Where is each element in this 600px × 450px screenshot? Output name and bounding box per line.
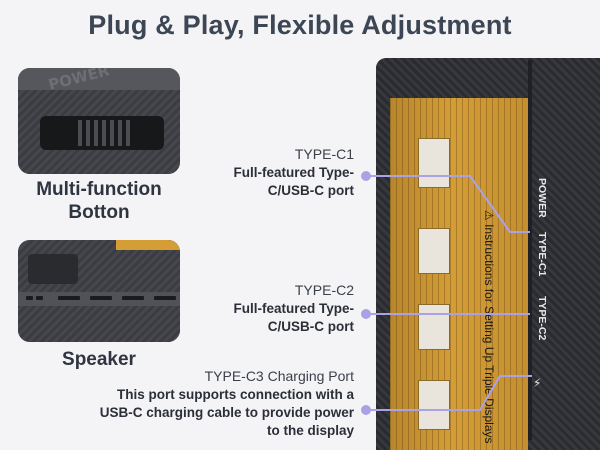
port-type-c2-desc: Full-featured Type-C/USB-C port	[233, 301, 354, 334]
port-type-c1-title: TYPE-C1	[294, 146, 354, 162]
speaker-photo	[18, 240, 180, 342]
power-button-photo: POWER	[18, 68, 180, 174]
warning-icon: ⚠	[482, 210, 496, 225]
device-side-rail	[528, 60, 532, 440]
multifunction-button-caption: Multi-function Botton	[36, 179, 162, 223]
type-c3-callout-dot	[361, 405, 371, 415]
page-title: Plug & Play, Flexible Adjustment	[88, 10, 512, 40]
instruction-diagram-tile	[418, 304, 450, 350]
port-type-c1-desc: Full-featured Type-C/USB-C port	[233, 165, 354, 198]
type-c2-callout-dot	[361, 309, 371, 319]
speaker-illustration	[18, 240, 180, 342]
speaker-caption: Speaker	[62, 349, 136, 370]
instruction-diagram-tile	[418, 228, 450, 274]
port-type-c3-title: TYPE-C3 Charging Port	[204, 368, 354, 384]
type-c1-callout-dot	[361, 171, 371, 181]
instruction-text-lines	[390, 98, 528, 450]
instruction-card	[390, 98, 528, 450]
lightning-bolt-icon: ⚡	[533, 376, 542, 390]
instruction-diagram-tile	[418, 138, 450, 188]
type-c2-side-label: TYPE-C2	[536, 296, 548, 341]
type-c1-side-label: TYPE-C1	[536, 232, 548, 277]
port-type-c3-desc: This port supports connection with a USB…	[99, 387, 354, 438]
power-button-illustration: POWER	[18, 68, 180, 174]
power-side-label: POWER	[536, 178, 548, 218]
instruction-diagram-tile	[418, 380, 450, 430]
port-type-c2-title: TYPE-C2	[294, 282, 354, 298]
instruction-heading: ⚠ Instructions for Setting Up Triple Dis…	[482, 210, 496, 444]
